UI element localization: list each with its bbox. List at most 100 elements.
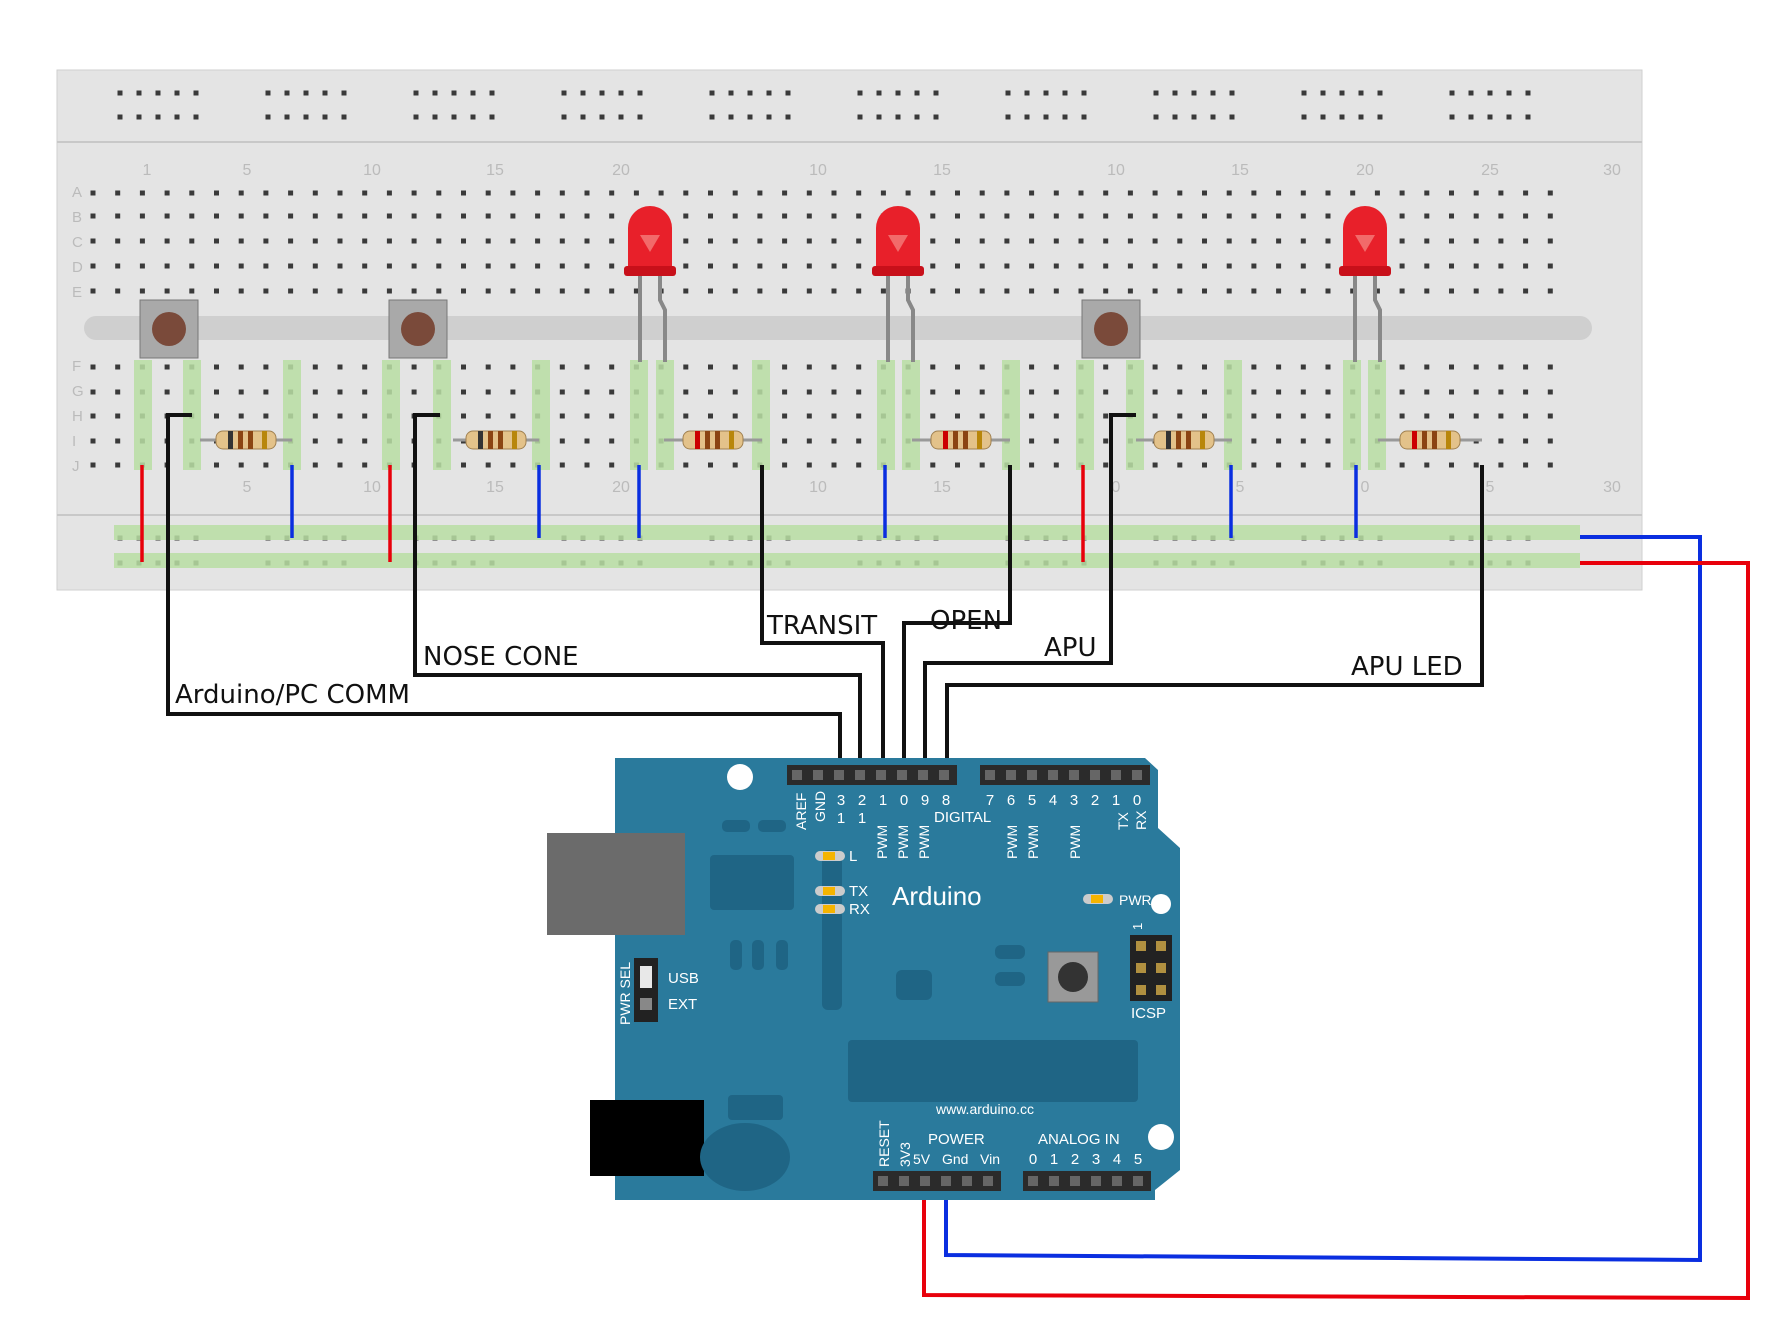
column-number: 0 [1112, 479, 1121, 496]
power-wires [922, 535, 1750, 1301]
digital-pin-number: 6 [1007, 792, 1015, 809]
digital-header [787, 765, 957, 785]
analog-pin-number: 2 [1071, 1151, 1079, 1168]
analog-pin-number: 1 [1050, 1151, 1058, 1168]
label-open: OPEN [930, 606, 1002, 636]
column-number: 5 [1486, 479, 1495, 496]
label-transit: TRANSIT [766, 611, 877, 641]
pwr-sel-jumper[interactable] [634, 958, 658, 1022]
wire-apu [923, 413, 1136, 775]
digital-pin-number: 1 [837, 810, 845, 827]
led-l-label: L [849, 848, 857, 865]
column-number: 30 [1603, 162, 1621, 179]
digital-pin-number: 5 [1028, 792, 1036, 809]
led-3 [1339, 206, 1391, 362]
analog-header [1023, 1171, 1151, 1191]
pushbutton-1[interactable] [139, 299, 199, 359]
digital-pin-number: 1 [1112, 792, 1120, 809]
3v3-label: 3V3 [897, 1142, 913, 1167]
url-label: www.arduino.cc [935, 1101, 1034, 1117]
analog-in-label: ANALOG IN [1038, 1131, 1120, 1148]
arduino-board [547, 758, 1180, 1200]
label-apu-led: APU LED [1351, 652, 1463, 682]
digital-pin-number: 2 [1091, 792, 1099, 809]
digital-pin-number: 1 [879, 792, 887, 809]
vin-label: Vin [980, 1151, 1000, 1167]
column-number: 5 [243, 479, 252, 496]
analog-pin-number: 3 [1092, 1151, 1100, 1168]
column-number: 5 [1236, 479, 1245, 496]
digital-pin-number: 8 [942, 792, 950, 809]
pushbutton-2[interactable] [388, 299, 448, 359]
column-number: 15 [486, 479, 504, 496]
pwm-label: PWM [1067, 825, 1083, 859]
column-number: 10 [363, 162, 381, 179]
power-header [873, 1171, 1001, 1191]
row-letter: E [72, 284, 82, 301]
column-number: 1 [143, 162, 152, 179]
usb-label: USB [668, 970, 699, 987]
resistors [200, 430, 1482, 450]
digital-pin-number: 4 [1049, 792, 1057, 809]
icsp-pin1-label: 1 [1130, 923, 1145, 930]
pushbutton-3[interactable] [1081, 299, 1141, 359]
label-arduino-pc-comm: Arduino/PC COMM [175, 680, 410, 710]
wire-open [902, 465, 1012, 775]
column-number: 10 [1107, 162, 1125, 179]
wire-5v-red [922, 561, 1750, 1301]
gnd-label: GND [812, 791, 828, 822]
digital-pin-number: 3 [837, 792, 845, 809]
analog-pin-number: 4 [1113, 1151, 1121, 1168]
resistor [453, 430, 539, 450]
row-letter: A [72, 184, 82, 201]
column-number: 0 [1361, 479, 1370, 496]
digital-pin-number: 1 [858, 810, 866, 827]
pwr-label: PWR [1119, 892, 1152, 908]
digital-pin-number: 7 [986, 792, 994, 809]
column-number: 15 [486, 162, 504, 179]
column-number: 20 [612, 479, 630, 496]
label-apu: APU [1044, 633, 1097, 663]
power-jack [590, 1100, 704, 1176]
icsp-header [1130, 935, 1172, 1001]
aref-label: AREF [793, 793, 809, 830]
row-letter: B [72, 209, 82, 226]
wire-arduino-pc-comm [166, 413, 842, 775]
digital-header-2 [980, 765, 1150, 785]
reset-label: RESET [876, 1120, 892, 1167]
mount-hole [1151, 894, 1171, 914]
resistor [200, 430, 292, 450]
column-number: 20 [612, 162, 630, 179]
ext-label: EXT [668, 996, 697, 1013]
column-number: 10 [363, 479, 381, 496]
digital-label: DIGITAL [934, 809, 991, 826]
pwm-label: PWM [874, 825, 890, 859]
column-number: 15 [933, 479, 951, 496]
center-channel [84, 316, 1592, 340]
column-number: 10 [809, 479, 827, 496]
row-letter: F [72, 358, 81, 375]
row-letter: I [72, 433, 76, 450]
arduino-brand: Arduino [892, 881, 982, 911]
pwm-label: PWM [916, 825, 932, 859]
row-letter: J [72, 458, 80, 475]
column-number: 15 [933, 162, 951, 179]
pwm-label: PWM [1025, 825, 1041, 859]
wire-gnd-blue [944, 535, 1702, 1263]
label-nose-cone: NOSE CONE [423, 642, 579, 672]
row-letter: C [72, 234, 83, 251]
gnd-pin-label: Gnd [942, 1151, 968, 1167]
wire-transit [760, 465, 885, 775]
power-jumpers [140, 465, 1358, 562]
pwr-sel-label: PWR SEL [617, 962, 633, 1025]
column-number: 10 [809, 162, 827, 179]
wire-labels: Arduino/PC COMM NOSE CONE TRANSIT OPEN A… [175, 606, 1463, 710]
led-tx-label: TX [849, 883, 868, 900]
rx-pin-label: RX [1133, 810, 1149, 830]
row-letter: D [72, 259, 83, 276]
resistor [1136, 430, 1232, 450]
pwm-label: PWM [895, 825, 911, 859]
led-rx-label: RX [849, 901, 870, 918]
